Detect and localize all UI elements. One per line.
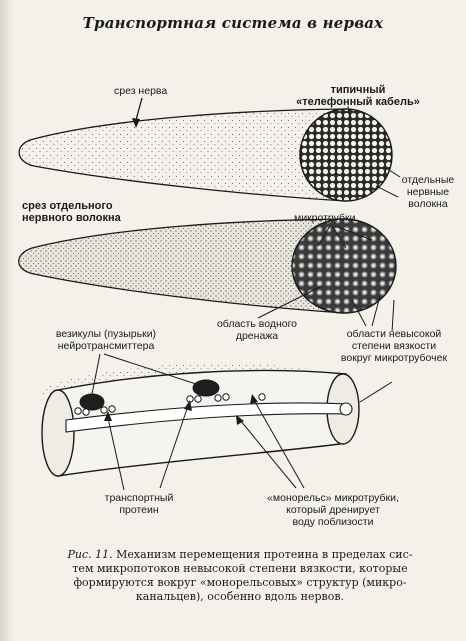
label-fiber-cut-line1: срез отдельного: [22, 200, 121, 212]
caption-line1: Рис. 11. Механизм перемещения протеина в…: [40, 548, 440, 562]
label-transport-protein-line1: транспортный: [84, 492, 194, 504]
caption-line2: тем микропотоков невысокой степени вязко…: [40, 562, 440, 576]
label-telephone-cable-line1: типичный: [296, 84, 420, 96]
caption-line4: канальцев), особенно вдоль нервов.: [40, 590, 440, 604]
figure-caption: Рис. 11. Механизм перемещения протеина в…: [40, 548, 440, 604]
label-telephone-cable-line2: «телефонный кабель»: [296, 96, 420, 108]
label-transport-protein: транспортный протеин: [84, 492, 194, 516]
label-microtubules: микротрубки: [294, 212, 356, 224]
nerve-illustration: [19, 98, 400, 205]
label-nerve-cut: срез нерва: [114, 85, 167, 97]
label-telephone-cable: типичный «телефонный кабель»: [296, 84, 420, 108]
label-monorail-line1: «монорельс» микротрубки,: [248, 492, 418, 504]
label-transport-protein-line2: протеин: [84, 504, 194, 516]
label-nerve-fibers: отдельные нервные волокна: [396, 174, 460, 210]
label-nerve-fibers-line1: отдельные: [396, 174, 460, 186]
label-water-drainage-line1: область водного: [202, 318, 312, 330]
label-low-viscosity-line2: степени вязкости: [326, 340, 462, 352]
label-vesicles: везикулы (пузырьки) нейротрансмиттера: [46, 328, 166, 352]
label-fiber-cut: срез отдельного нервного волокна: [22, 200, 121, 224]
caption-line1-text: Механизм перемещения протеина в пределах…: [116, 548, 412, 561]
label-low-viscosity-line1: области невысокой: [326, 328, 462, 340]
label-monorail-line3: воду поблизости: [248, 516, 418, 528]
label-vesicles-line1: везикулы (пузырьки): [46, 328, 166, 340]
label-water-drainage-line2: дренажа: [202, 330, 312, 342]
axon-tube-illustration: [42, 354, 392, 490]
label-nerve-fibers-line2: нервные: [396, 186, 460, 198]
label-monorail-line2: который дренирует: [248, 504, 418, 516]
label-nerve-fibers-line3: волокна: [396, 198, 460, 210]
label-low-viscosity: области невысокой степени вязкости вокру…: [326, 328, 462, 364]
fiber-illustration: [19, 216, 400, 332]
label-water-drainage: область водного дренажа: [202, 318, 312, 342]
label-vesicles-line2: нейротрансмиттера: [46, 340, 166, 352]
label-fiber-cut-line2: нервного волокна: [22, 212, 121, 224]
label-monorail: «монорельс» микротрубки, который дрениру…: [248, 492, 418, 528]
caption-line3: формируются вокруг «монорельсовых» струк…: [40, 576, 440, 590]
caption-fig-label: Рис. 11.: [68, 548, 113, 561]
label-low-viscosity-line3: вокруг микротрубочек: [326, 352, 462, 364]
